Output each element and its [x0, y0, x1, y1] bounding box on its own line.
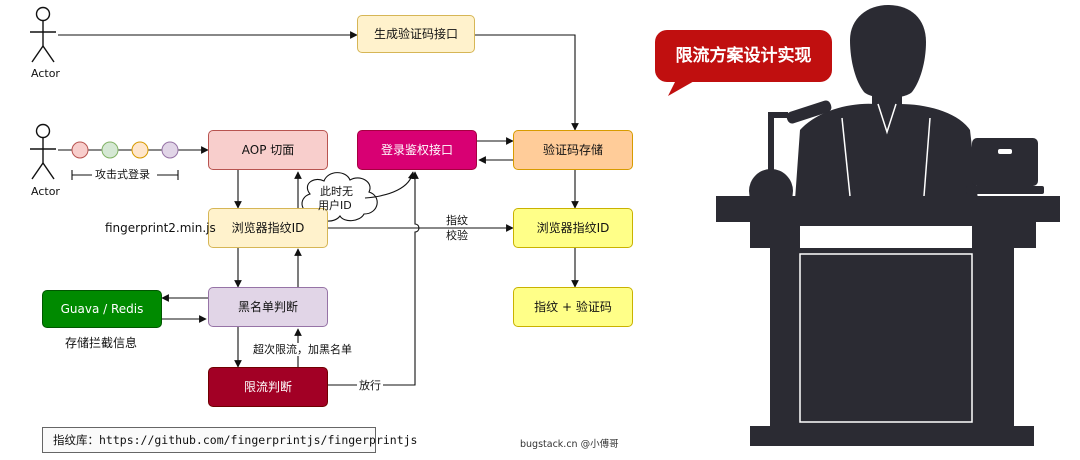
node-login-auth: 登录鉴权接口: [357, 130, 477, 170]
edge-cloud-to-login: [364, 171, 416, 199]
over-limit-label: 超次限流，加黑名单: [252, 343, 353, 357]
speaker-torso: [795, 103, 978, 200]
shirt-detail: [841, 103, 931, 197]
node-blacklist: 黑名单判断: [208, 287, 328, 327]
node-fp-captcha: 指纹 + 验证码: [513, 287, 633, 327]
no-user-id-label-2: 用户ID: [318, 199, 352, 212]
actor-bottom-icon: [30, 123, 56, 180]
podium-panel: [800, 226, 972, 248]
banner-bubble: [655, 30, 832, 96]
no-user-id-label-1: 此时无: [320, 185, 353, 198]
node-aop: AOP 切面: [208, 130, 328, 170]
fingerprint-js-label: fingerprint2.min.js: [105, 221, 216, 235]
actor-bottom-label: Actor: [31, 185, 60, 198]
node-captcha-store: 验证码存储: [513, 130, 633, 170]
speaker-head: [850, 5, 926, 98]
request-dot-green: [101, 141, 119, 159]
node-gen-captcha: 生成验证码接口: [357, 15, 475, 53]
store-intercept-label: 存储拦截信息: [65, 336, 138, 350]
attack-bracket: [71, 170, 179, 180]
credit-label: bugstack.cn @小傅哥: [520, 439, 619, 450]
request-dot-orange: [131, 141, 149, 159]
podium-panel-lower: [799, 253, 973, 423]
pass-label: 放行: [357, 379, 383, 393]
laptop-icon: [966, 138, 1044, 194]
attack-login-label: 攻击式登录: [95, 168, 150, 181]
request-dot-red: [71, 141, 89, 159]
microphone-icon: [786, 100, 832, 124]
node-rate-limit: 限流判断: [208, 367, 328, 407]
fp-check-label-2: 校验: [444, 229, 470, 243]
fp-check-label-1: 指纹: [444, 214, 470, 228]
actor-top-label: Actor: [31, 67, 60, 80]
edge-gen-to-store: [475, 34, 579, 131]
node-browser-fp-right: 浏览器指纹ID: [513, 208, 633, 248]
node-browser-fp-left: 浏览器指纹ID: [208, 208, 328, 248]
banner-title: 限流方案设计实现: [675, 46, 812, 66]
actor-top-icon: [30, 6, 56, 63]
request-dot-purple: [161, 141, 179, 159]
edge-rate-to-login: [328, 171, 420, 386]
podium-top: [716, 196, 1060, 222]
node-guava-redis: Guava / Redis: [42, 290, 162, 328]
fingerprint-library-footnote: 指纹库：https://github.com/fingerprintjs/fin…: [42, 427, 417, 453]
